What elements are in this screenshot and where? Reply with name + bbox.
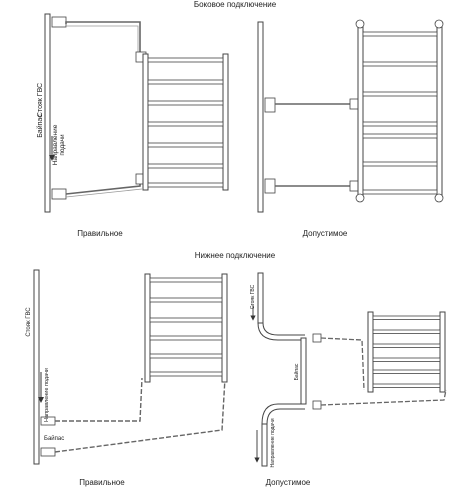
return-pipe <box>54 377 226 453</box>
upper-valve <box>312 333 322 343</box>
towel-rail-left-post <box>357 21 364 201</box>
riser-pipe <box>33 269 40 465</box>
lower-tee-fitting <box>40 447 56 457</box>
towel-rail-left-post <box>142 53 149 191</box>
top-supply-pipe <box>65 21 141 55</box>
bottom-acceptable-diagram: Стояк ГВС Байпас Направление подачи <box>250 272 447 468</box>
direction-label: Направление подачи <box>44 368 50 422</box>
direction-label-line2: подачи <box>59 134 66 156</box>
side-correct-caption: Правильное <box>77 229 123 238</box>
bottom-return-pipe <box>65 180 141 195</box>
towel-rail-rungs <box>147 57 224 188</box>
bypass-label: Байпас <box>293 363 300 380</box>
side-connection-title: Боковое подключение <box>193 0 277 9</box>
bottom-tee-fitting <box>51 188 67 200</box>
bypass-pipe <box>300 337 307 405</box>
towel-rail-right-post <box>439 311 446 393</box>
towel-rail-rungs <box>362 31 438 195</box>
upper-offset-bend <box>257 322 305 341</box>
towel-rail-right-post <box>222 53 229 191</box>
towel-rail-left-post <box>144 273 151 383</box>
lower-tee-fitting <box>264 178 276 194</box>
direction-label: Направление подачи <box>270 418 276 467</box>
lower-valve <box>312 400 322 410</box>
supply-pipe <box>320 337 365 391</box>
riser-label: Стояк ГВС <box>250 284 256 309</box>
towel-rail-rungs <box>149 277 223 377</box>
top-tee-fitting <box>51 16 67 28</box>
side-acceptable-caption: Допустимое <box>302 229 348 238</box>
bypass-label: Байпас <box>36 114 44 138</box>
towel-rail-right-post <box>436 21 443 201</box>
bottom-correct-diagram: Стояк ГВС Направление подачи Байпас <box>26 269 228 465</box>
riser-label: Стояк ГВС <box>37 83 44 117</box>
riser-pipe <box>257 21 264 213</box>
towel-rail-right-post <box>221 273 228 383</box>
upper-tee-fitting <box>264 97 276 113</box>
upper-riser-pipe <box>257 272 264 324</box>
side-acceptable-diagram <box>257 19 444 213</box>
side-correct-diagram: Стояк ГВС Байпас Направление подачи <box>36 13 229 213</box>
return-pipe <box>320 389 447 406</box>
supply-pipe <box>55 377 143 422</box>
riser-label: Стояк ГВС <box>26 307 32 337</box>
bypass-label: Байпас <box>44 435 64 442</box>
lower-riser-pipe <box>261 423 268 467</box>
bottom-acceptable-caption: Допустимое <box>265 478 311 487</box>
towel-rail-left-post <box>367 311 374 393</box>
lower-offset-bend <box>261 403 305 425</box>
bottom-connection-title: Нижнее подключение <box>194 251 276 260</box>
bottom-correct-caption: Правильное <box>79 478 125 487</box>
towel-rail-rungs <box>372 315 441 388</box>
riser-pipe <box>44 13 51 213</box>
direction-label-line1: Направление <box>52 124 59 165</box>
